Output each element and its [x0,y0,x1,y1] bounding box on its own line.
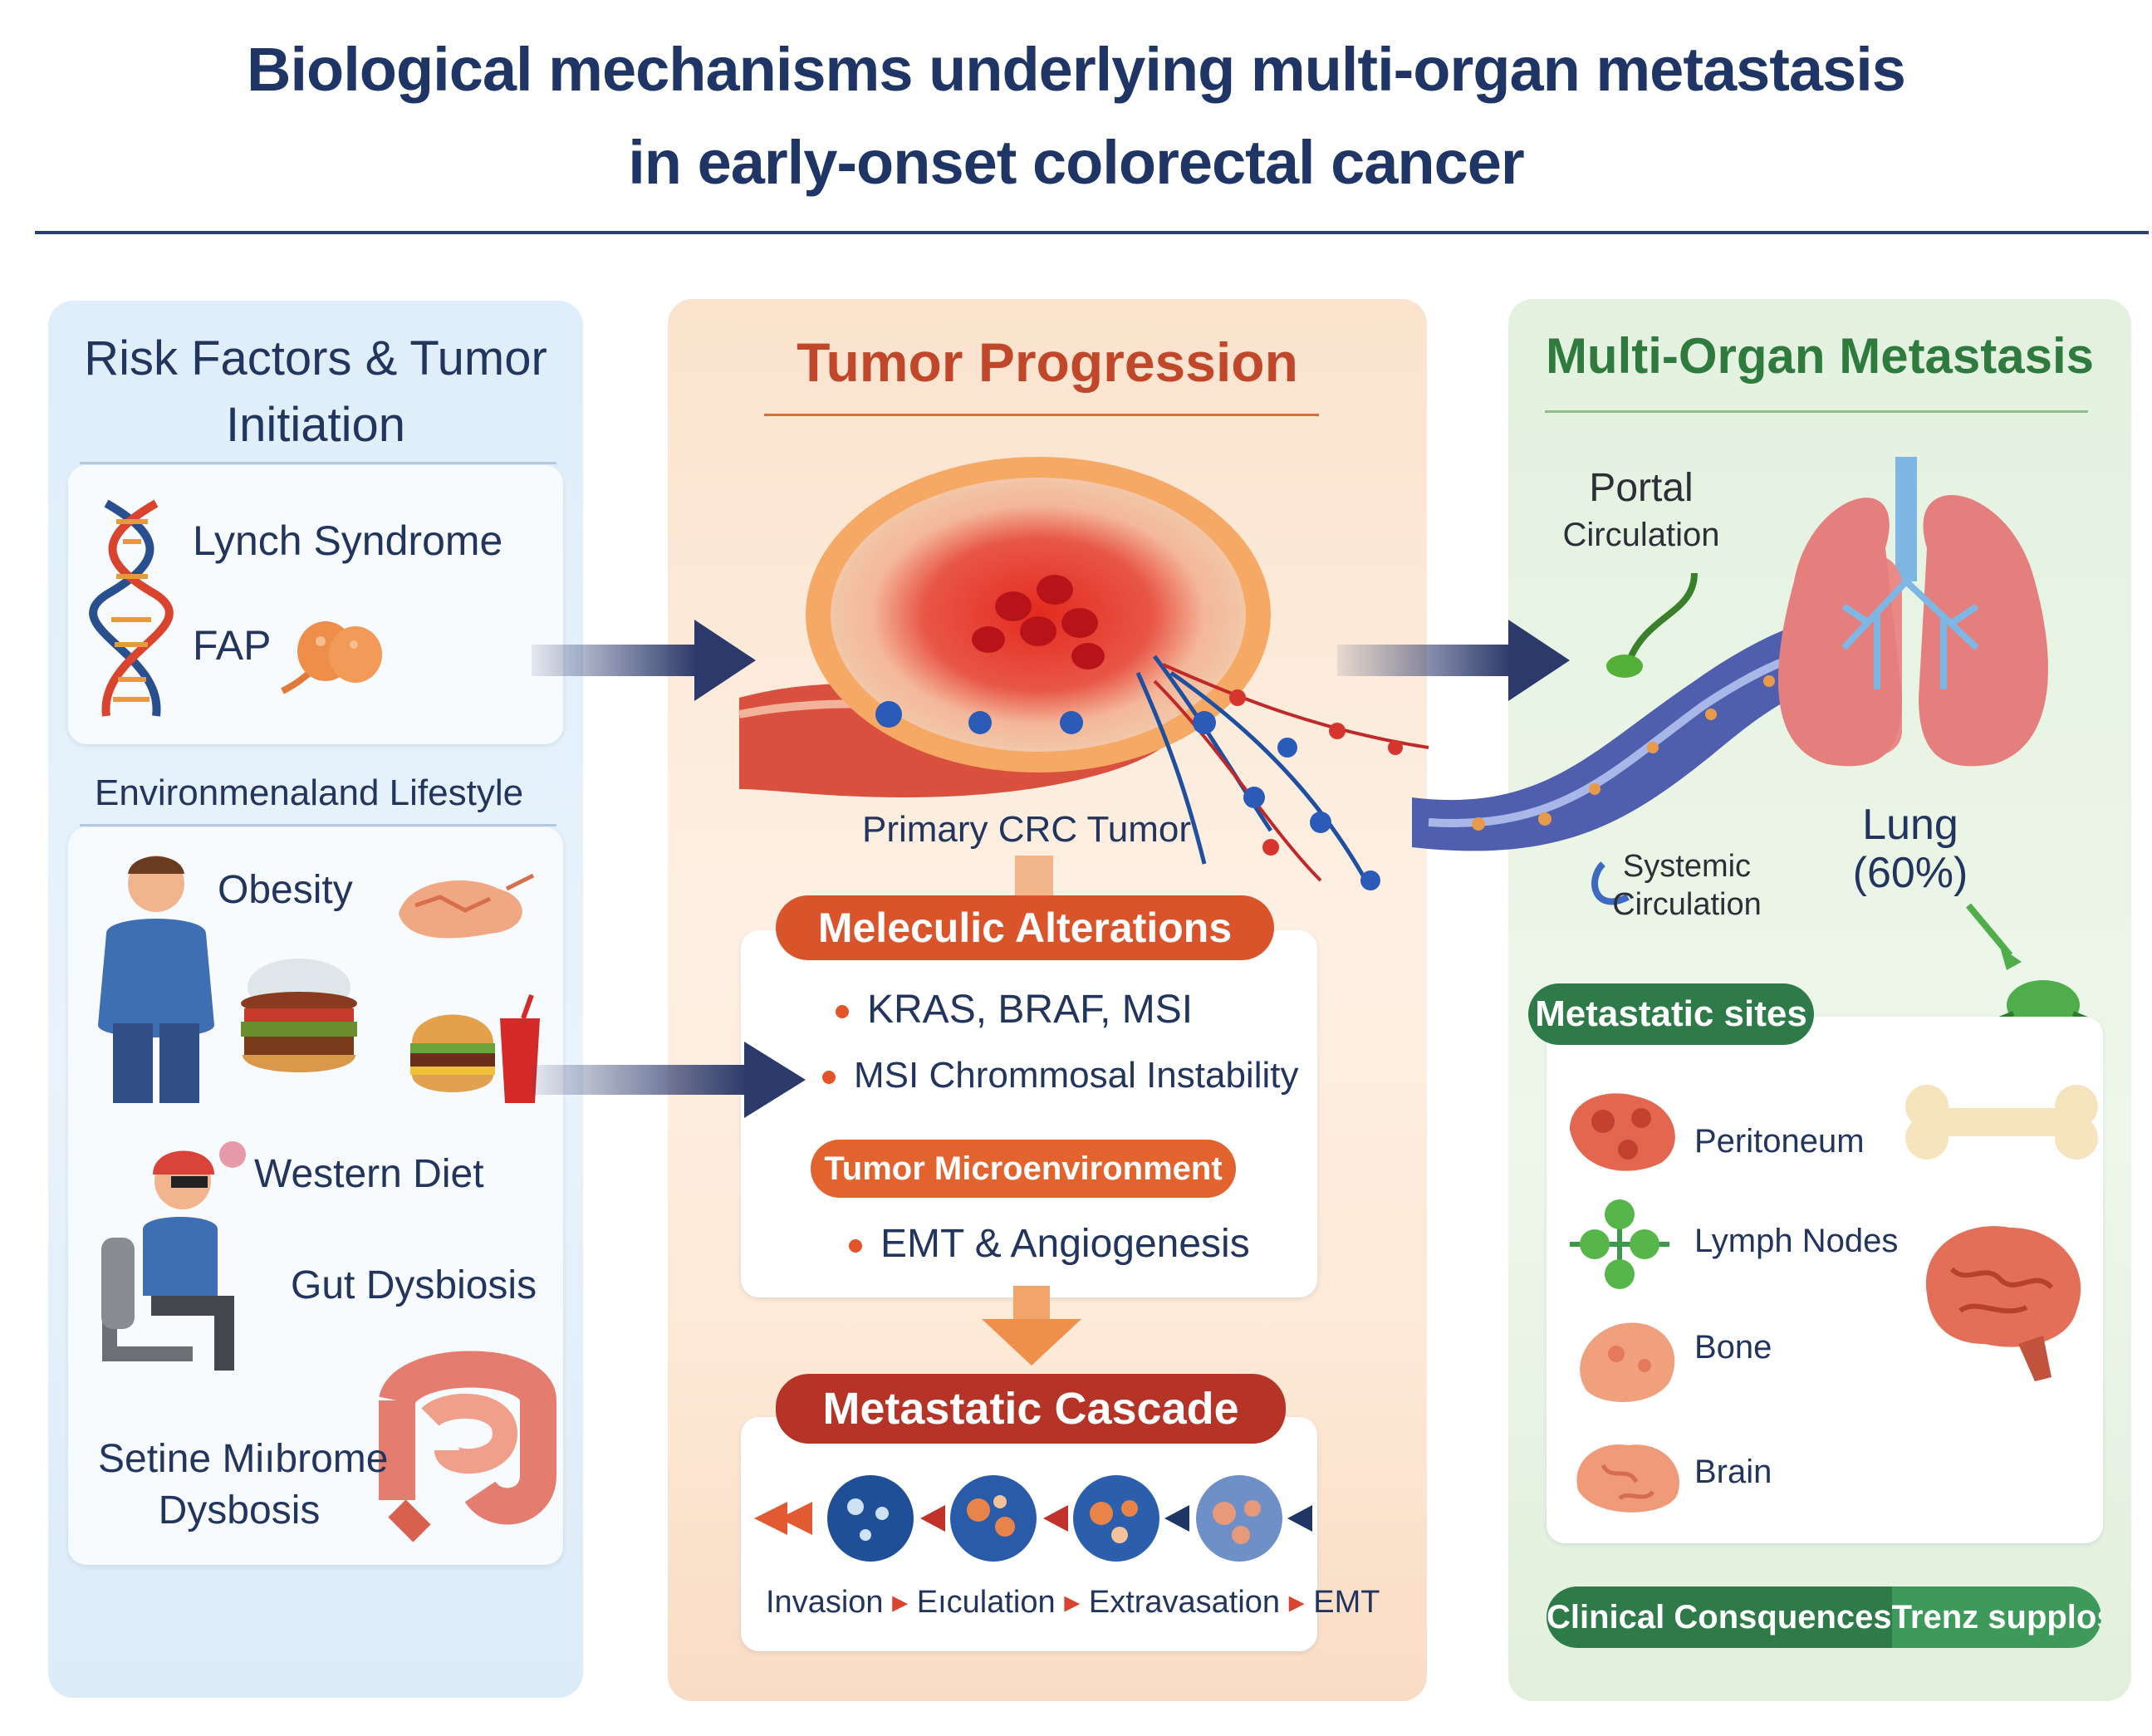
microenv-item-emt-text: EMT & Angiogenesis [880,1222,1250,1266]
risk-heading-underline [80,462,556,464]
cascade-cell-4 [1196,1475,1282,1562]
site-brain-label: Brain [1694,1454,1772,1490]
intestine-icon [379,1351,556,1542]
cascade-steps-row: Invasion ▸ Eıculation ▸ Extravasation ▸ … [766,1583,1380,1621]
molecular-item-cin-text: MSI Chrommosal Instability [854,1055,1299,1096]
primary-tumor-label: Primary CRC Tumor [862,809,1192,850]
title-divider [35,231,2149,234]
molecular-item-cin: MSI Chrommosal Instability [822,1055,1298,1096]
arrow-tumor-to-metastasis [1337,620,1570,701]
systemic-line-1: Systemic [1622,849,1752,884]
primary-tumor-icon [738,457,1429,890]
brain-site-icon [1576,1444,1679,1513]
lynch-syndrome-label: Lynch Syndrome [193,517,503,564]
metastatic-sites-pill: Metastatic sites [1528,983,1814,1045]
risk-heading-line-1: Risk Factors & Tumor [84,331,547,385]
clinical-consequences-pill: Clinical Consquences Trenz supplosr [1547,1586,2101,1648]
molecular-item-kras: KRAS, BRAF, MSI [836,987,1193,1032]
lung-line-2: (60%) [1852,849,1968,897]
portal-line-1: Portal [1589,466,1694,510]
fat-tissue-icon [399,873,535,939]
bone-site-icon [1580,1322,1675,1402]
metastasis-heading: Multi-Organ Metastasis [1545,328,2095,384]
tumor-heading-underline [764,414,1319,416]
western-diet-label: Western Diet [254,1152,484,1196]
cascade-cell-3 [1073,1475,1159,1562]
fap-label: FAP [193,622,272,669]
bone-icon [1905,1085,2098,1160]
tumor-progression-heading: Tumor Progression [797,331,1298,393]
microbiome-line-1: Setine Miıbrome [98,1437,389,1481]
dna-helix-icon [89,499,174,717]
cascade-separator: ▸ [1288,1585,1314,1620]
tumor-microenvironment-pill: Tumor Microenvironment [811,1140,1236,1198]
western-food-icon [241,959,357,1072]
arrow-risk-to-tumor [532,620,756,701]
metastatic-cascade-pill: Metastatic Cascade [776,1374,1286,1444]
lung-percent-label: Lung (60%) [1844,801,1977,897]
gut-dysbiosis-label: Gut Dysbiosis [291,1263,537,1307]
cascade-cells-diagram [754,1475,1312,1562]
microenv-item-emt: EMT & Angiogenesis [849,1221,1250,1267]
figure-title: Biological mechanisms underlying multi-o… [0,23,2152,209]
brain-icon [1925,1226,2081,1381]
metastasis-heading-underline [1545,410,2088,413]
cascade-step-circulation: Eıculation [916,1585,1056,1620]
cascade-step-extravasation: Extravasation [1088,1585,1281,1620]
title-line-1: Biological mechanisms underlying multi-o… [247,35,1906,104]
portal-line-2: Circulation [1562,517,1720,553]
cascade-cell-2 [950,1475,1037,1562]
cascade-step-emt: EMT [1313,1585,1380,1620]
cascade-separator: ▸ [1064,1585,1089,1620]
site-lymph-nodes-label: Lymph Nodes [1694,1223,1899,1259]
clinical-right-segment: Trenz supplosr [1891,1586,2101,1648]
bullet-dot [849,1239,862,1253]
obesity-label: Obesity [218,868,353,912]
site-bone-label: Bone [1694,1329,1772,1366]
portal-circulation-label: Portal Circulation [1558,465,1724,558]
burger-soda-icon [410,993,540,1103]
microbiome-dysbiosis-label: Setine Miıbrome Dysbosis [98,1434,389,1537]
obese-person-icon [98,856,214,1103]
sedentary-gamer-icon [101,1141,246,1371]
lungs-circulation-icon [1412,457,2048,905]
title-line-2: in early-onset colorectal cancer [628,128,1524,197]
molecular-card [741,930,1317,1297]
lymph-nodes-icon [1570,1199,1669,1289]
progression-down-arrow [982,1286,1081,1366]
environmental-heading: Environmenaland Lifestyle [95,772,524,813]
molecular-alterations-pill: Meleculic Alterations [776,895,1274,960]
risk-heading-line-2: Initiation [225,398,406,452]
microbiome-line-2: Dysbosis [158,1488,321,1532]
lung-line-1: Lung [1862,801,1958,849]
systemic-line-2: Circulation [1612,887,1762,922]
risk-factors-heading: Risk Factors & Tumor Initiation [58,326,573,459]
cascade-step-invasion: Invasion [766,1585,884,1620]
systemic-circulation-label: Systemic Circulation [1591,847,1782,924]
peritoneum-icon [1570,1093,1675,1171]
bullet-dot [822,1071,836,1085]
clinical-left-segment: Clinical Consquences [1547,1586,1892,1648]
environmental-underline [80,824,556,826]
site-peritoneum-label: Peritoneum [1694,1123,1865,1160]
genetic-card [68,465,563,744]
arrow-lifestyle-to-molecular [532,1042,806,1118]
molecular-item-kras-text: KRAS, BRAF, MSI [867,988,1194,1032]
cascade-cell-1 [827,1475,914,1562]
polyp-icon [281,621,382,694]
tumor-down-connector [1015,856,1053,899]
bullet-dot [836,1005,849,1019]
cascade-separator: ▸ [892,1585,917,1620]
